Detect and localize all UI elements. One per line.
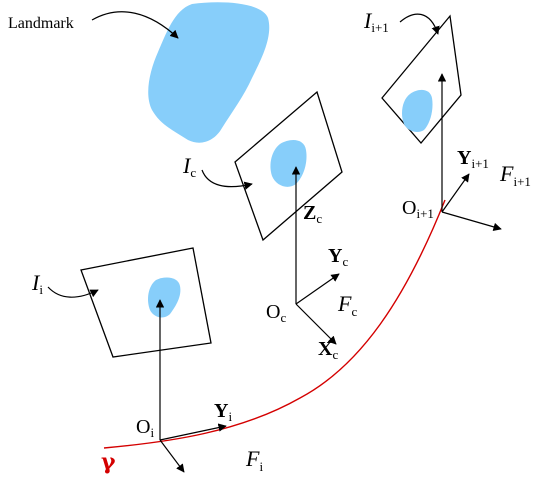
trajectory-label: γ: [101, 449, 116, 475]
projection-blob-c: [270, 140, 307, 187]
image-c-label: Ic: [182, 153, 196, 180]
frame-i-label: Fi: [245, 446, 263, 474]
image-i-label: Ii: [31, 270, 43, 297]
image-i-pointer-arrow: [47, 286, 99, 298]
axis-y-i1-label: Yi+1: [457, 147, 489, 171]
axis-y-i: [159, 423, 227, 441]
axis-x-i: [159, 439, 185, 473]
origin-c-label: Oc: [266, 301, 286, 325]
axis-x-c: [295, 303, 337, 345]
image-plane-i: [80, 247, 212, 358]
image-plane-c: [234, 90, 343, 242]
image-i1-pointer-arrow: [399, 13, 440, 35]
landmark-shape: [148, 2, 270, 143]
axis-y-i1: [441, 173, 470, 213]
axis-y-c-label: Yc: [328, 245, 348, 269]
origin-i-label: Oi: [136, 416, 154, 440]
frame-c-label: Fc: [337, 291, 357, 319]
image-i1-label: Ii+1: [363, 8, 389, 35]
trajectory-curve: [103, 199, 446, 449]
frame-i1-label: Fi+1: [499, 161, 531, 189]
projection-blob-i: [148, 277, 181, 318]
projection-blob-i1: [402, 89, 433, 132]
origin-i1-label: Oi+1: [402, 197, 434, 221]
axis-x-c-label: Xc: [318, 338, 338, 362]
landmark-label: Landmark: [8, 15, 74, 32]
landmark-arrow: [91, 11, 179, 39]
axis-y-c: [295, 273, 340, 305]
axis-x-i1: [441, 211, 502, 231]
image-c-pointer-arrow: [201, 169, 253, 190]
axis-y-i-label: Yi: [214, 400, 232, 424]
axis-z-c-label: Zc: [303, 202, 322, 226]
